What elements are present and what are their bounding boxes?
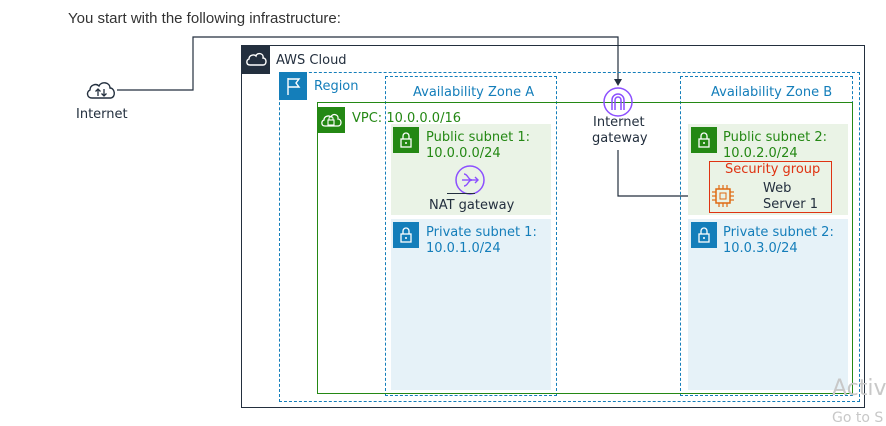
availability-zone-a-label: Availability Zone A [413,85,535,100]
internet-label: Internet [76,107,128,122]
availability-zone-b-label: Availability Zone B [711,85,833,100]
private-subnet-1-cidr: 10.0.1.0/24 [426,241,501,256]
private-subnet-1-lock-icon [393,222,419,248]
aws-cloud-group [241,45,865,408]
internet-cloud-icon [85,78,117,102]
web-server-label-line2: Server 1 [763,197,819,212]
nat-gateway-label: NAT gateway [429,198,515,213]
nat-gateway-icon [454,164,486,196]
availability-zone-a [385,76,557,396]
internet-gateway-label-line2: gateway [592,131,648,146]
activation-watermark-line2: Go to S [832,410,884,426]
web-server-label-line1: Web [763,181,792,196]
private-subnet-2-lock-icon [691,222,717,248]
private-subnet-2-name: Private subnet 2: [723,225,834,240]
igw-to-webserver-line [617,150,705,197]
igw-arrowhead [614,79,622,86]
public-subnet-1-cidr: 10.0.0.0/24 [426,146,501,161]
public-subnet-1-name: Public subnet 1: [426,130,530,145]
private-subnet-1-name: Private subnet 1: [426,225,537,240]
security-group [709,161,832,213]
security-group-label: Security group [725,162,821,177]
public-subnet-2-lock-icon [691,127,717,153]
internet-gateway-label-line1: Internet [593,115,645,130]
region-label: Region [314,79,359,94]
intro-text: You start with the following infrastruct… [68,10,341,27]
nat-gateway-underline [447,193,475,194]
internet-to-igw-line [117,36,619,91]
activation-watermark-line1: Activ [832,376,886,401]
aws-cloud-label: AWS Cloud [276,53,347,68]
private-subnet-2-cidr: 10.0.3.0/24 [723,241,798,256]
vpc-group [317,102,853,394]
ec2-instance-chip-icon [710,183,736,209]
vpc-cloud-lock-icon [317,107,345,133]
region-flag-icon [279,72,307,100]
internet-gateway-icon [602,86,634,118]
public-subnet-1-lock-icon [393,127,419,153]
vpc-label: VPC: 10.0.0.0/16 [352,111,461,126]
region-group [279,72,860,402]
aws-cloud-icon [242,46,270,74]
public-subnet-2-cidr: 10.0.2.0/24 [723,146,798,161]
public-subnet-2-name: Public subnet 2: [723,130,827,145]
